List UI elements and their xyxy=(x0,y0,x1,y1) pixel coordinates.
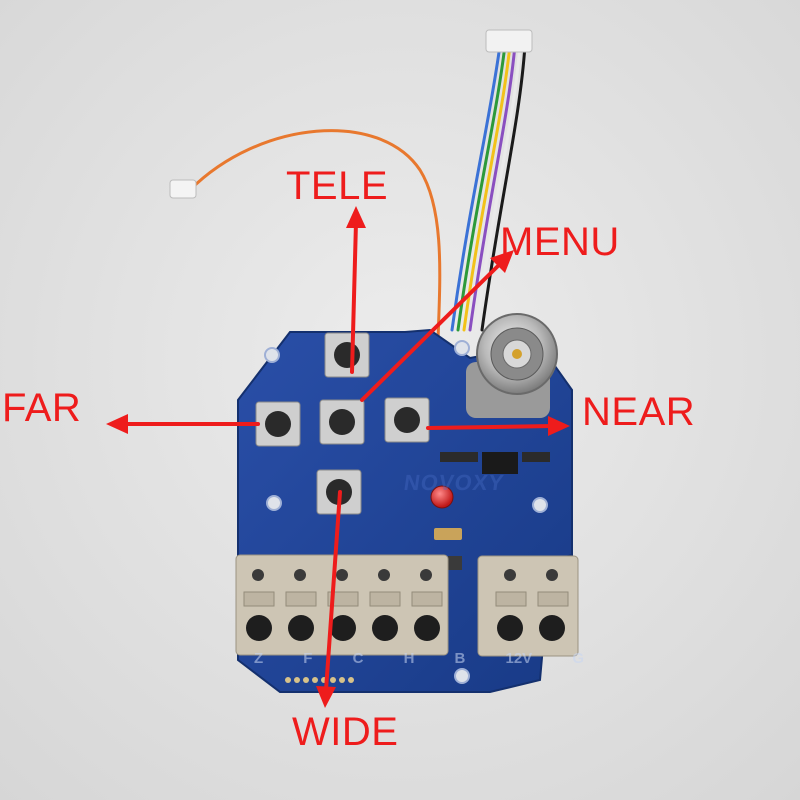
wire-plug-top xyxy=(485,29,533,53)
mount-hole xyxy=(532,497,548,513)
smd-capacitor xyxy=(434,528,462,540)
terminal-label: B xyxy=(454,650,466,667)
mount-hole xyxy=(454,340,470,356)
terminal-label: Z xyxy=(254,650,264,667)
terminal-label: H xyxy=(403,650,415,667)
smd-resistor-row xyxy=(440,452,478,462)
red-arrow-icon xyxy=(346,206,366,374)
smd-chip xyxy=(482,452,518,474)
mount-hole xyxy=(264,347,280,363)
label-near: NEAR xyxy=(582,390,696,434)
smd-component xyxy=(448,556,462,570)
terminal-label: G xyxy=(572,650,584,667)
terminal-label: C xyxy=(352,650,364,667)
wire-plug-small xyxy=(169,179,197,199)
brand-watermark: NOVOXY xyxy=(402,470,506,495)
button-menu xyxy=(319,399,365,445)
terminal-label: F xyxy=(303,650,313,667)
button-near xyxy=(384,397,430,443)
terminal-label: 12V xyxy=(505,650,533,667)
wire-harness xyxy=(188,43,527,342)
label-far: FAR xyxy=(2,386,82,430)
terminal-block-left xyxy=(235,554,449,656)
button-tele xyxy=(324,332,370,378)
label-menu: MENU xyxy=(500,220,620,264)
red-arrow-icon xyxy=(426,416,570,436)
header-pads xyxy=(285,677,354,683)
terminal-labels: Z F C H B 12V G xyxy=(254,650,584,667)
mount-hole xyxy=(454,668,470,684)
mount-hole xyxy=(266,495,282,511)
bnc-connector-icon xyxy=(466,313,558,418)
terminal-block-right xyxy=(477,555,579,657)
led-icon xyxy=(430,485,454,509)
smd-resistor-row xyxy=(522,452,550,462)
label-wide: WIDE xyxy=(292,710,399,754)
label-tele: TELE xyxy=(286,164,389,208)
red-arrow-icon xyxy=(360,250,514,402)
button-far xyxy=(255,401,301,447)
red-arrow-icon xyxy=(106,414,260,434)
red-arrow-icon xyxy=(316,490,342,708)
